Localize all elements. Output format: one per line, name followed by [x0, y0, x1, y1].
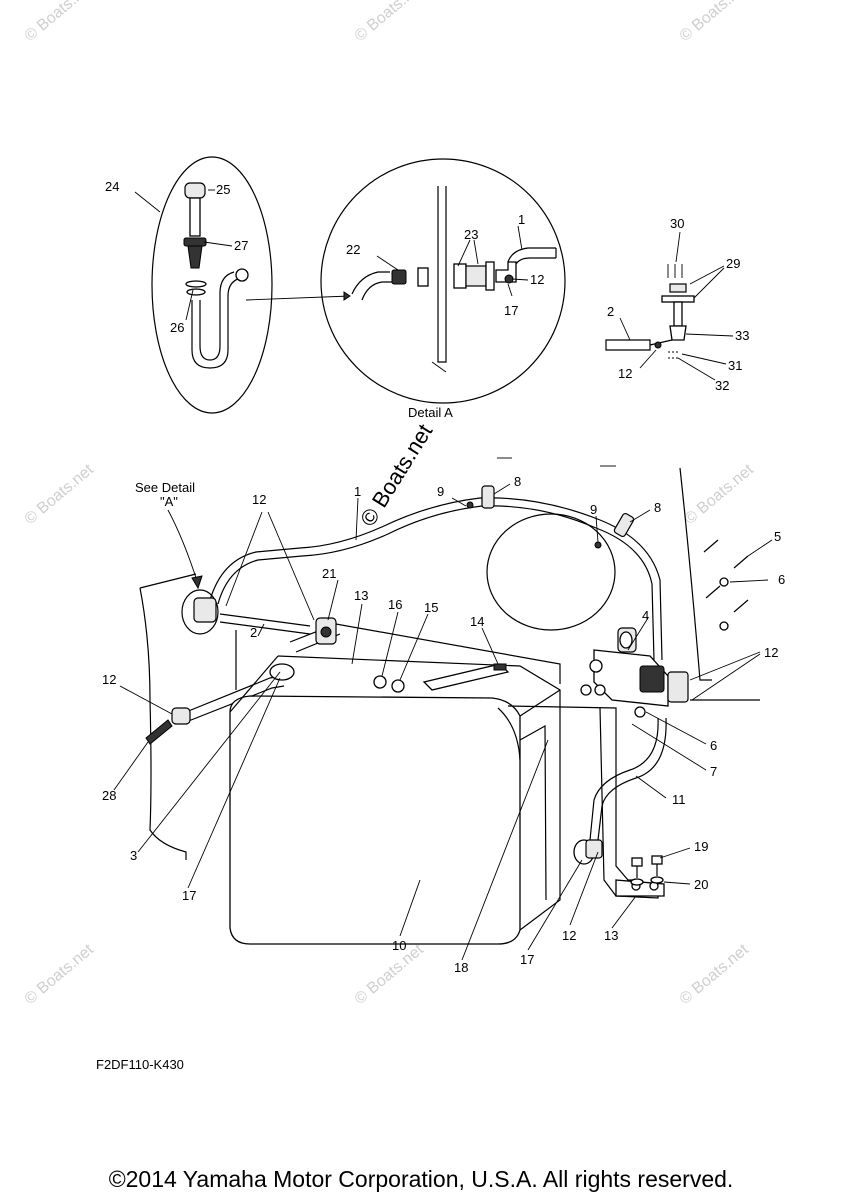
drain-assembly-inset: 24 25 27 26	[105, 156, 351, 414]
callout-17: 17	[182, 888, 196, 903]
watermark: © Boats.net	[682, 461, 758, 528]
callout-8: 8	[654, 500, 661, 515]
callout-33: 33	[735, 328, 749, 343]
callout-7: 7	[710, 764, 717, 779]
detail-label: Detail A	[408, 405, 453, 420]
callout-13: 13	[604, 928, 618, 943]
callout-21: 21	[322, 566, 336, 581]
callout-23: 23	[464, 227, 478, 242]
callout-30: 30	[670, 216, 684, 231]
watermark: © Boats.net	[677, 0, 753, 45]
callout-12: 12	[562, 928, 576, 943]
callout-12: 12	[764, 645, 778, 660]
figure-code: F2DF110-K430	[96, 1057, 184, 1072]
watermark: © Boats.net	[355, 420, 437, 531]
see-detail-label: See Detail	[135, 480, 195, 495]
callout-1: 1	[354, 484, 361, 499]
callout-4: 4	[642, 608, 649, 623]
callout-31: 31	[728, 358, 742, 373]
callout-24: 24	[105, 179, 119, 194]
callout-16: 16	[388, 597, 402, 612]
copyright-notice: ©2014 Yamaha Motor Corporation, U.S.A. A…	[108, 1166, 734, 1192]
callout-12: 12	[618, 366, 632, 381]
watermark: © Boats.net	[22, 0, 98, 45]
callout-17: 17	[520, 952, 534, 967]
watermark: © Boats.net	[22, 461, 98, 528]
callout-17: 17	[504, 303, 518, 318]
watermark: © Boats.net	[677, 941, 753, 1008]
callout-25: 25	[216, 182, 230, 197]
callout-14: 14	[470, 614, 484, 629]
callout-27: 27	[234, 238, 248, 253]
watermark: © Boats.net	[22, 941, 98, 1008]
see-detail-ref: "A"	[160, 494, 178, 509]
callout-15: 15	[424, 600, 438, 615]
callout-6: 6	[778, 572, 785, 587]
main-assembly: See Detail "A" 12 1 9 8 9 8 5 6 21 13 16…	[102, 457, 785, 975]
callout-28: 28	[102, 788, 116, 803]
callout-12: 12	[530, 272, 544, 287]
gauge-fitting-inset: 30 29 2 33 31 12 32	[605, 216, 749, 393]
callout-32: 32	[715, 378, 729, 393]
callout-9: 9	[590, 502, 597, 517]
watermark: © Boats.net	[352, 941, 428, 1008]
callout-22: 22	[346, 242, 360, 257]
callout-11: 11	[672, 792, 686, 807]
callout-13: 13	[354, 588, 368, 603]
callout-6: 6	[710, 738, 717, 753]
callout-19: 19	[694, 839, 708, 854]
callout-3: 3	[130, 848, 137, 863]
callout-12: 12	[102, 672, 116, 687]
callout-12: 12	[252, 492, 266, 507]
watermark: © Boats.net	[352, 0, 428, 45]
callout-10: 10	[392, 938, 406, 953]
callout-18: 18	[454, 960, 468, 975]
callout-9: 9	[437, 484, 444, 499]
callout-2: 2	[250, 625, 257, 640]
detail-a-inset: 23 1 22 12 17 Detail A	[320, 158, 566, 420]
callout-5: 5	[774, 529, 781, 544]
callout-29: 29	[726, 256, 740, 271]
callout-26: 26	[170, 320, 184, 335]
callout-1: 1	[518, 212, 525, 227]
callout-2: 2	[607, 304, 614, 319]
callout-20: 20	[694, 877, 708, 892]
callout-8: 8	[514, 474, 521, 489]
